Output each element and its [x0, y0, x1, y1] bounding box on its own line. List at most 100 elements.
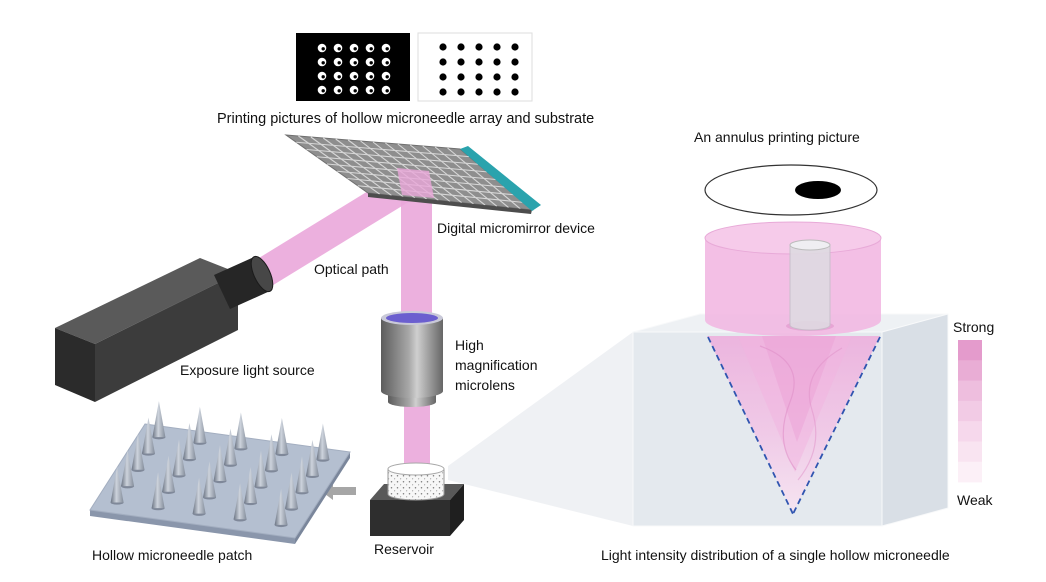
substrate-dot — [439, 73, 447, 81]
light-intensity-cone — [707, 336, 880, 513]
spike-cone — [151, 472, 165, 509]
substrate-dot — [475, 58, 483, 66]
reservoir — [370, 462, 464, 536]
spike-cone — [254, 450, 268, 487]
patch-label: Hollow microneedle patch — [92, 547, 252, 563]
light-source-aperture — [250, 255, 274, 293]
microneedle-spike — [274, 488, 288, 528]
spike-cone — [152, 401, 166, 438]
vertical-beam-lower — [404, 403, 430, 470]
microneedle-spike — [275, 417, 289, 457]
annulus-hole — [321, 75, 325, 79]
annulus-hole — [321, 47, 325, 51]
intensity-scale-bar — [958, 340, 982, 483]
microneedle-spike — [131, 433, 145, 472]
hollow-core-top — [789, 239, 831, 251]
spike-cone — [223, 428, 237, 465]
microneedle-patch — [89, 401, 351, 544]
spike-cone — [305, 439, 319, 476]
spike-cone — [193, 406, 207, 443]
spike-cone — [121, 450, 135, 487]
spike-cone — [141, 417, 155, 454]
substrate-dot — [475, 88, 483, 96]
annulus-hole — [369, 89, 373, 93]
spike-cone — [162, 455, 176, 492]
intensity-scale-step — [958, 340, 982, 361]
dmd-grid-line — [357, 185, 524, 203]
intensity-scale-step — [958, 400, 982, 422]
reservoir-base-side — [450, 484, 464, 536]
optical-path-beam — [254, 169, 420, 287]
microlens-body — [381, 318, 443, 398]
spike-cone — [192, 477, 206, 514]
intensity-scale-step — [958, 421, 982, 442]
microneedle-spike — [193, 406, 207, 445]
microlens-label-line-2: magnification — [455, 357, 538, 373]
intensity-scale-step — [958, 441, 982, 463]
annulus-hole — [369, 61, 373, 65]
hollow-core-cylinder — [789, 244, 831, 331]
printing-pictures-label: Printing pictures of hollow microneedle … — [217, 111, 594, 127]
substrate-dot — [475, 73, 483, 81]
resin-vat-top — [387, 462, 445, 476]
microneedle-spike — [172, 439, 186, 478]
spike-cone — [203, 461, 217, 498]
substrate-dot — [493, 73, 501, 81]
microneedle-spike — [192, 477, 206, 516]
microneedle-spike — [110, 466, 124, 505]
annulus-picture-outline — [704, 164, 878, 216]
microlens-glass — [386, 313, 438, 323]
microneedle-spike — [234, 412, 248, 451]
resin-vat — [387, 468, 445, 501]
patch-side-edge — [295, 452, 350, 544]
dot-pattern — [439, 43, 519, 96]
needle-outline-right — [792, 336, 881, 515]
annulus-hole — [353, 47, 357, 51]
substrate-dot — [457, 88, 465, 96]
cone-flow-line — [797, 347, 843, 481]
microneedle-spike — [316, 423, 330, 462]
substrate-dot — [511, 58, 519, 66]
annulus-hole — [337, 89, 341, 93]
spike-cone — [274, 488, 288, 525]
annulus-hole — [385, 89, 389, 93]
substrate-dot — [457, 43, 465, 51]
microneedle-spike — [264, 434, 278, 473]
annulus-hole — [369, 75, 373, 79]
spike-cone — [285, 472, 299, 509]
substrate-dot — [439, 43, 447, 51]
dmd-grid-line — [296, 141, 470, 158]
cone-flow-line — [759, 345, 797, 471]
spike-cone — [233, 483, 247, 520]
microneedle-spikes — [110, 401, 330, 528]
dmd-label: Digital micromirror device — [437, 220, 595, 236]
annulus-hole — [385, 47, 389, 51]
spike-cone — [213, 445, 227, 481]
substrate-dot — [511, 43, 519, 51]
scale-weak-label: Weak — [957, 492, 994, 508]
microneedle-spike — [233, 483, 247, 522]
spike-cone — [264, 434, 278, 471]
intensity-scale-step — [958, 461, 982, 483]
intensity-distribution-label: Light intensity distribution of a single… — [601, 547, 950, 563]
light-source-side-face — [95, 273, 238, 402]
intensity-scale-step — [958, 380, 982, 402]
microneedle-spike — [305, 439, 319, 479]
annulus-hole — [321, 89, 325, 93]
microneedle-spike — [121, 450, 135, 489]
needle-outline-left — [707, 336, 794, 515]
annulus-pattern — [317, 43, 391, 95]
scale-strong-label: Strong — [953, 319, 994, 335]
annulus-hole — [385, 75, 389, 79]
microneedle-spike — [151, 472, 165, 511]
light-source-label: Exposure light source — [180, 362, 315, 378]
dmd-grid-line — [306, 148, 479, 165]
substrate-dot — [439, 58, 447, 66]
substrate-dot — [511, 73, 519, 81]
substrate-dot — [493, 43, 501, 51]
substrate-dot — [475, 43, 483, 51]
light-source-top-face — [55, 258, 238, 344]
spike-cone — [110, 466, 124, 503]
microneedle-spike — [254, 450, 268, 489]
dmd-grid-line — [316, 156, 488, 173]
